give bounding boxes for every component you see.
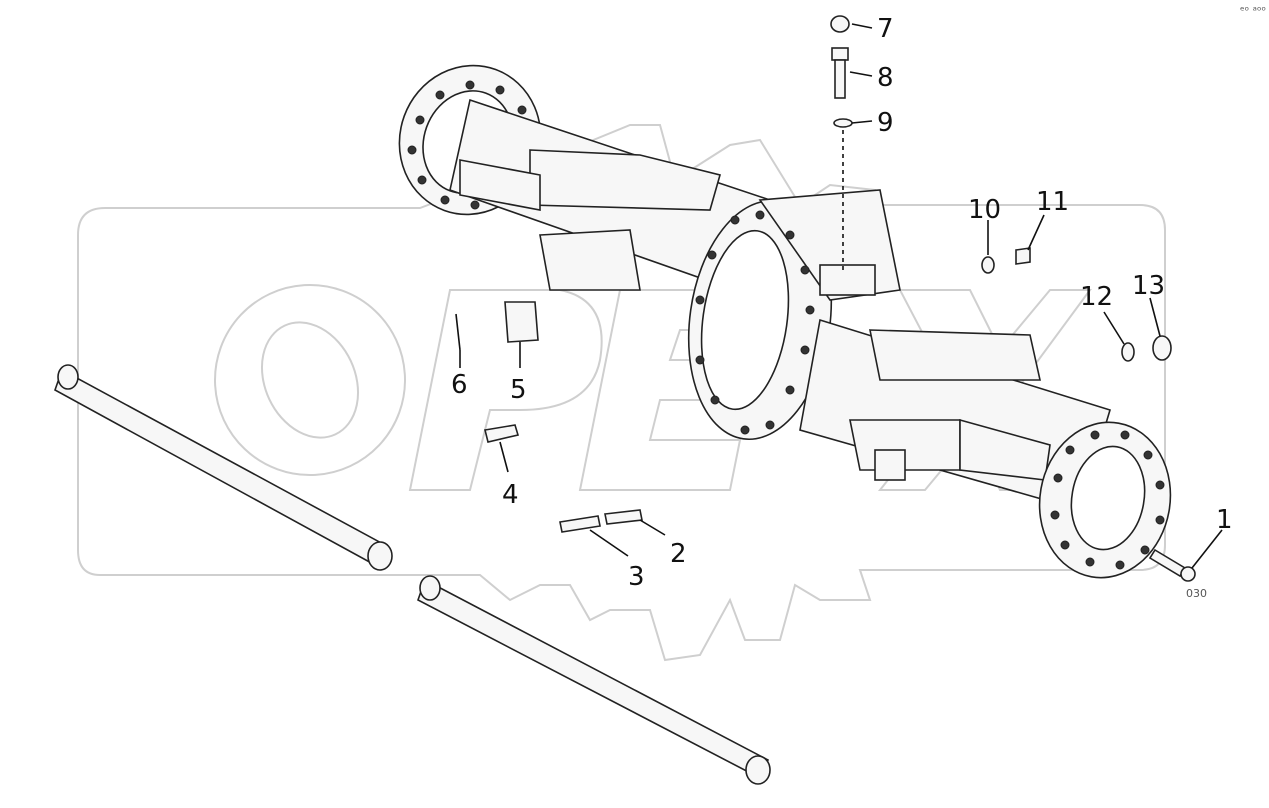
callout-12: 12 bbox=[1080, 282, 1113, 312]
figure-code: 030 bbox=[1186, 587, 1207, 600]
axle-shafts bbox=[54, 364, 771, 785]
callout-7: 7 bbox=[877, 14, 894, 44]
small-parts bbox=[455, 15, 1196, 582]
axle-housing bbox=[398, 64, 1172, 579]
leader-lines bbox=[459, 23, 1223, 569]
corner-marks: ᵉᵒ ᵃᵒᵒ bbox=[1240, 4, 1266, 17]
callout-10: 10 bbox=[968, 195, 1001, 225]
callout-4: 4 bbox=[502, 480, 519, 510]
callout-11: 11 bbox=[1036, 187, 1069, 217]
callout-9: 9 bbox=[877, 108, 894, 138]
callout-2: 2 bbox=[670, 539, 687, 569]
callout-13: 13 bbox=[1132, 271, 1165, 301]
callouts: 1 2 3 4 5 6 7 8 9 10 11 12 13 030 ᵉᵒ ᵃᵒᵒ bbox=[451, 4, 1266, 600]
callout-8: 8 bbox=[877, 63, 894, 93]
callout-6: 6 bbox=[451, 370, 468, 400]
callout-5: 5 bbox=[510, 375, 527, 405]
callout-1: 1 bbox=[1216, 505, 1233, 535]
callout-3: 3 bbox=[628, 562, 645, 592]
